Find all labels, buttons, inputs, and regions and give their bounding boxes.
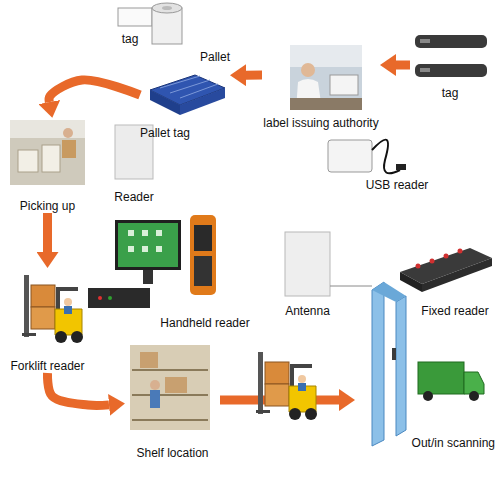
pallet — [150, 75, 225, 115]
node-caption: Picking up — [20, 199, 75, 213]
process-step: tag — [410, 30, 490, 100]
node-caption: Out/in scanning — [412, 436, 495, 450]
flow-arrow — [49, 80, 140, 102]
node-caption: tag — [442, 86, 459, 100]
process-step: Shelf location — [125, 340, 220, 460]
equipment-label: Antenna — [270, 304, 345, 318]
flow-arrow — [246, 71, 262, 80]
shelf-photo — [130, 345, 210, 430]
usb-reader — [328, 140, 406, 174]
tag-bar — [415, 35, 487, 48]
node-caption: Pallet — [200, 50, 230, 64]
equipment-label: USB reader — [352, 178, 442, 192]
node-caption: Forklift reader — [10, 359, 84, 373]
flow-arrow — [43, 213, 52, 252]
node-caption: label issuing authority — [263, 116, 378, 130]
forklift — [22, 275, 83, 343]
office-photo — [290, 45, 362, 110]
forklift — [256, 352, 317, 420]
fixed-reader — [400, 248, 492, 292]
process-step: Picking up — [5, 118, 90, 213]
flow-arrow — [396, 61, 410, 70]
node-caption: Pallet tag — [140, 126, 190, 140]
equipment-label: tag — [110, 32, 150, 46]
reader-equipment — [88, 215, 216, 308]
flow-arrow — [47, 373, 109, 405]
equipment-label: Fixed reader — [410, 304, 500, 318]
process-step: label issuing authority — [262, 40, 380, 130]
leader-line — [330, 286, 372, 287]
node-caption: Shelf location — [136, 446, 208, 460]
tag-bar — [415, 64, 487, 77]
process-step: PalletPallet tag — [140, 50, 230, 140]
equipment-label: Handheld reader — [150, 316, 260, 330]
process-step: Forklift reader — [0, 268, 95, 373]
antenna-panel — [285, 232, 330, 296]
process-step: Out/in scanning — [355, 280, 495, 450]
warehouse-photo — [10, 120, 85, 185]
equipment-label: Reader — [104, 190, 164, 204]
tag-detail — [420, 68, 430, 72]
tag-detail — [420, 39, 430, 43]
